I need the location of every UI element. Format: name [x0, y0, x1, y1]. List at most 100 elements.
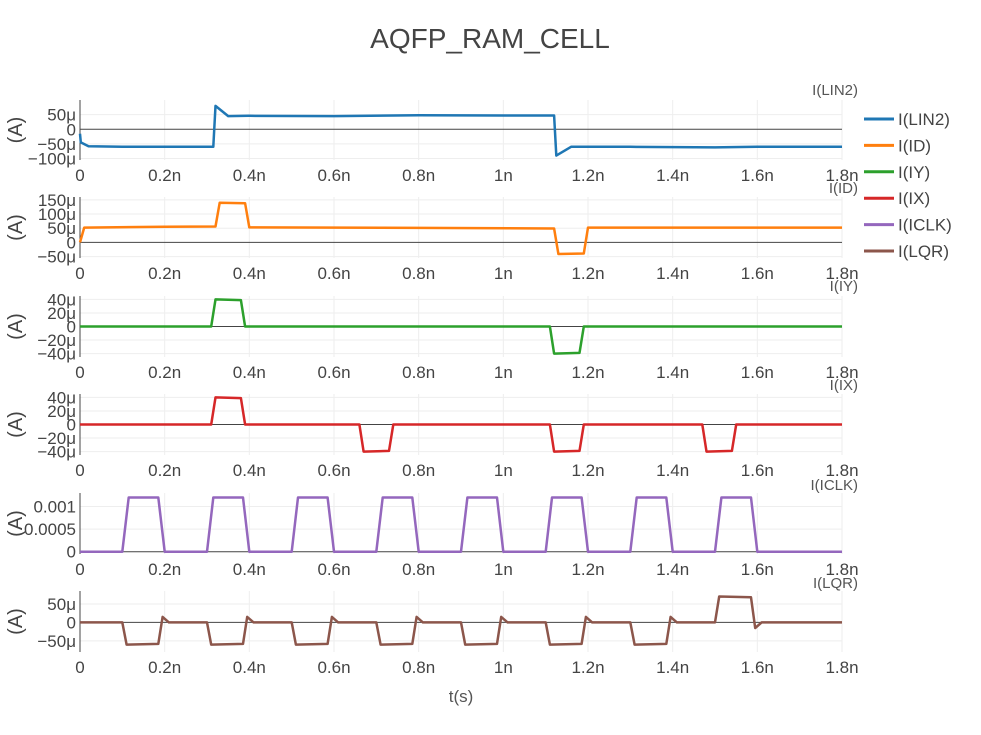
- legend-label: I(LQR): [898, 242, 949, 261]
- legend-item-4: I(IX): [864, 189, 930, 208]
- x-tick-label: 1.6n: [741, 166, 774, 185]
- x-tick-label: 0.6n: [317, 264, 350, 283]
- legend-label: I(IX): [898, 189, 930, 208]
- x-tick-label: 1.8n: [825, 166, 858, 185]
- y-tick-label: 0: [67, 318, 76, 337]
- x-tick-label: 1.4n: [656, 166, 689, 185]
- x-tick-label: 1.8n: [825, 560, 858, 579]
- x-tick-label: 0: [75, 461, 84, 480]
- x-tick-label: 1.6n: [741, 461, 774, 480]
- y-axis-title: (A): [5, 117, 27, 144]
- y-tick-label: −40μ: [37, 345, 76, 364]
- x-tick-label: 0.4n: [233, 363, 266, 382]
- subplot-title: I(ICLK): [810, 477, 858, 494]
- x-tick-label: 0: [75, 560, 84, 579]
- x-tick-label: 0: [75, 363, 84, 382]
- legend-label: I(IY): [898, 163, 930, 182]
- x-tick-label: 1.8n: [825, 264, 858, 283]
- x-tick-label: 1.6n: [741, 363, 774, 382]
- y-tick-label: −50μ: [37, 135, 76, 154]
- subplot-title: I(ID): [829, 180, 858, 197]
- x-tick-label: 0.2n: [148, 363, 181, 382]
- y-tick-label: 0.0005: [24, 520, 76, 539]
- y-tick-label: 40μ: [47, 290, 76, 309]
- x-tick-label: 0.4n: [233, 560, 266, 579]
- x-tick-label: 1n: [494, 461, 513, 480]
- legend-item-3: I(IY): [864, 163, 930, 182]
- x-tick-label: 1n: [494, 264, 513, 283]
- y-tick-label: 0: [67, 613, 76, 632]
- x-tick-label: 0.8n: [402, 264, 435, 283]
- y-tick-label: 0: [67, 416, 76, 435]
- x-tick-label: 0.2n: [148, 461, 181, 480]
- series-line-6: [80, 595, 842, 646]
- x-tick-label: 0.2n: [148, 264, 181, 283]
- x-tick-label: 1n: [494, 166, 513, 185]
- y-tick-label: −50μ: [37, 248, 76, 267]
- x-tick-label: 0.8n: [402, 560, 435, 579]
- y-tick-label: 40μ: [47, 388, 76, 407]
- y-axis-title: (A): [5, 608, 27, 635]
- subplot-title: I(LIN2): [812, 82, 858, 99]
- x-tick-label: 1.6n: [741, 560, 774, 579]
- y-axis-title: (A): [5, 411, 27, 438]
- x-tick-label: 1.2n: [571, 363, 604, 382]
- x-tick-label: 0.4n: [233, 264, 266, 283]
- y-tick-label: 50μ: [47, 219, 76, 238]
- y-axis-title: (A): [5, 510, 27, 537]
- legend: I(LIN2) I(ID) I(IY) I(IX) I(ICLK) I(LQR): [864, 110, 952, 261]
- x-tick-label: 1.2n: [571, 560, 604, 579]
- x-tick-label: 1.6n: [741, 658, 774, 677]
- legend-item-2: I(ID): [864, 136, 931, 155]
- y-tick-label: 0: [67, 543, 76, 562]
- y-tick-label: −20μ: [37, 331, 76, 350]
- legend-label: I(LIN2): [898, 110, 950, 129]
- series-line-1: [78, 104, 842, 157]
- series-line-4: [80, 396, 842, 453]
- legend-label: I(ID): [898, 136, 931, 155]
- x-tick-label: 1.4n: [656, 461, 689, 480]
- legend-label: I(ICLK): [898, 216, 952, 235]
- x-tick-label: 1.4n: [656, 363, 689, 382]
- x-tick-label: 0.2n: [148, 658, 181, 677]
- x-tick-label: 0: [75, 658, 84, 677]
- y-tick-label: 100μ: [38, 205, 76, 224]
- x-tick-label: 1.4n: [656, 658, 689, 677]
- y-tick-label: 20μ: [47, 402, 76, 421]
- x-tick-label: 0.4n: [233, 166, 266, 185]
- y-tick-label: −20μ: [37, 429, 76, 448]
- legend-item-6: I(LQR): [864, 242, 949, 261]
- y-tick-label: 20μ: [47, 304, 76, 323]
- y-tick-label: 150μ: [38, 191, 76, 210]
- x-axis-title: t(s): [449, 687, 474, 706]
- x-tick-label: 1n: [494, 363, 513, 382]
- legend-item-1: I(LIN2): [864, 110, 950, 129]
- y-tick-label: 0.001: [33, 498, 76, 517]
- x-tick-label: 1.6n: [741, 264, 774, 283]
- y-tick-label: −50μ: [37, 632, 76, 651]
- x-tick-label: 0.6n: [317, 363, 350, 382]
- y-tick-label: 0: [67, 233, 76, 252]
- legend-item-5: I(ICLK): [864, 216, 952, 235]
- y-axis-title: (A): [5, 214, 27, 241]
- x-tick-label: 0.8n: [402, 166, 435, 185]
- x-tick-label: 0.6n: [317, 658, 350, 677]
- x-tick-label: 1.8n: [825, 461, 858, 480]
- x-tick-label: 1.8n: [825, 658, 858, 677]
- chart-title: AQFP_RAM_CELL: [370, 23, 610, 54]
- x-tick-label: 1.4n: [656, 264, 689, 283]
- x-tick-label: 0.4n: [233, 461, 266, 480]
- x-tick-label: 0: [75, 264, 84, 283]
- subplot-title: I(IX): [830, 377, 858, 394]
- x-tick-label: 0.6n: [317, 560, 350, 579]
- x-tick-label: 1n: [494, 560, 513, 579]
- x-tick-label: 0.8n: [402, 461, 435, 480]
- y-tick-label: −100μ: [28, 150, 76, 169]
